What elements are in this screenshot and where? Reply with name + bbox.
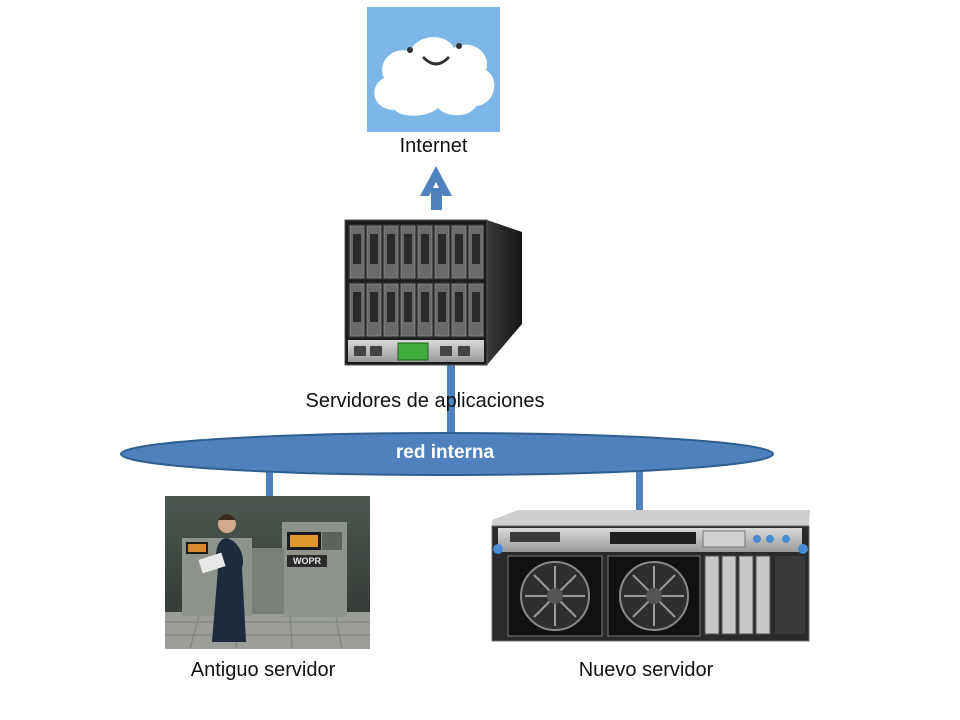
connector-new-server-to-network (636, 456, 643, 511)
arrow-up-to-internet (420, 166, 452, 210)
connector-app-to-network (447, 365, 455, 440)
wopr-panel-text: WOPR (293, 556, 321, 566)
smiling-cloud-icon (367, 7, 500, 132)
internal-network-ellipse (120, 432, 774, 476)
network-label: red interna (395, 442, 495, 463)
app-servers-label: Servidores de aplicaciones (305, 390, 545, 412)
old-server-label: Antiguo servidor (190, 659, 336, 681)
blade-server-rack-icon (344, 219, 522, 366)
old-mainframe-photo: WOPR (165, 496, 370, 650)
new-server-label: Nuevo servidor (578, 659, 714, 681)
rack-server-icon (491, 510, 810, 642)
internet-label: Internet (399, 135, 468, 157)
